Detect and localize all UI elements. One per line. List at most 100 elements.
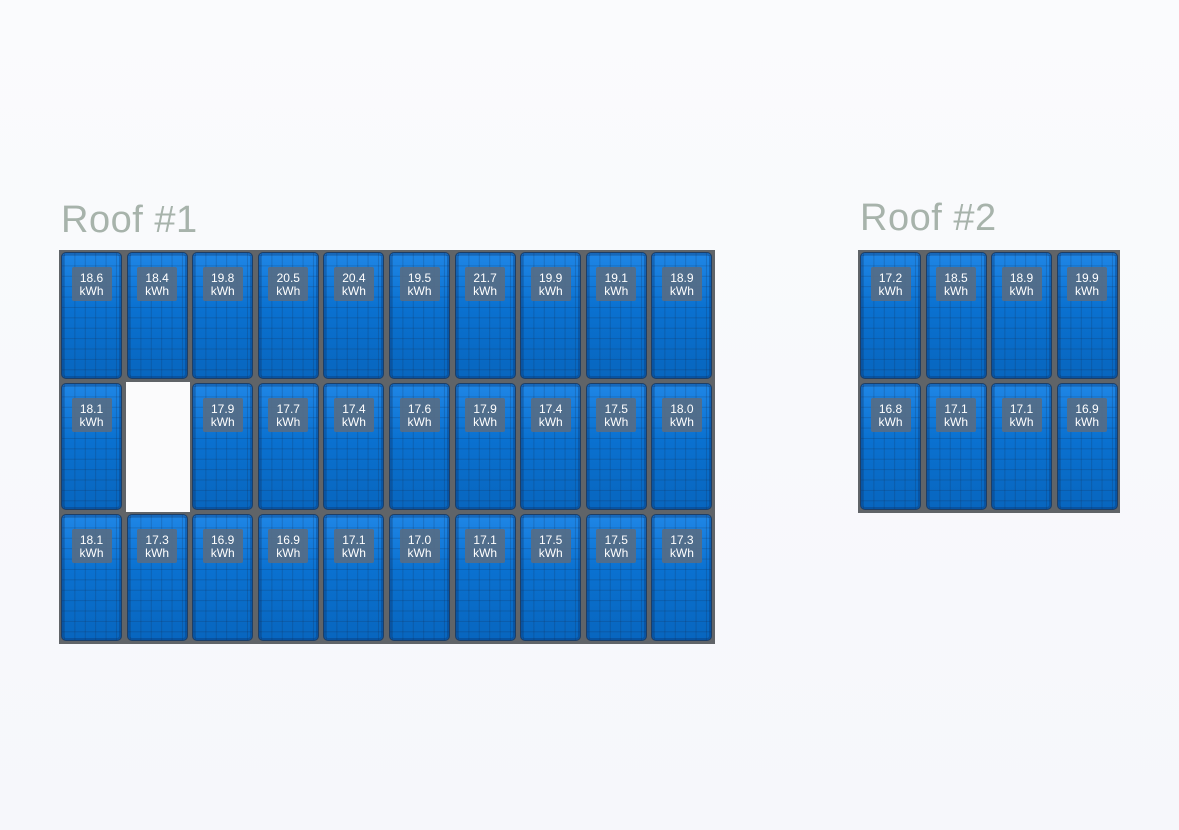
panel-energy-unit: kWh bbox=[473, 415, 498, 429]
panel-energy-unit: kWh bbox=[210, 284, 235, 298]
roof-title: Roof #1 bbox=[61, 199, 198, 241]
panel-energy-value: 18.5 bbox=[944, 271, 968, 285]
panel-energy-value: 16.9 bbox=[211, 533, 235, 547]
panel-energy-value: 17.9 bbox=[473, 402, 497, 416]
panel-energy-value: 17.5 bbox=[604, 533, 628, 547]
panel-energy-unit: kWh bbox=[1075, 415, 1099, 429]
panel-energy-unit: kWh bbox=[341, 284, 366, 298]
panel-energy-unit: kWh bbox=[1075, 284, 1099, 298]
panel-energy-value: 17.2 bbox=[878, 271, 903, 285]
panel-energy-unit: kWh bbox=[79, 284, 104, 298]
roof-title: Roof #2 bbox=[860, 197, 997, 239]
panel-energy-unit: kWh bbox=[276, 546, 301, 560]
panel-energy-unit: kWh bbox=[341, 546, 366, 560]
panel-energy-value: 18.1 bbox=[79, 402, 104, 416]
panel-energy-unit: kWh bbox=[669, 415, 694, 429]
panel-energy-unit: kWh bbox=[473, 546, 498, 560]
panel-energy-unit: kWh bbox=[210, 415, 235, 429]
panel-energy-value: 18.9 bbox=[1009, 271, 1034, 285]
panel-energy-unit: kWh bbox=[878, 284, 903, 298]
panel-energy-value: 16.8 bbox=[878, 402, 903, 416]
panel-energy-value: 17.6 bbox=[407, 402, 432, 416]
panel-energy-value: 17.5 bbox=[604, 402, 628, 416]
panel-energy-unit: kWh bbox=[276, 284, 301, 298]
panel-energy-value: 17.1 bbox=[944, 402, 968, 416]
panel-energy-value: 17.1 bbox=[1009, 402, 1034, 416]
panel-energy-unit: kWh bbox=[604, 284, 629, 298]
panel-energy-unit: kWh bbox=[604, 546, 629, 560]
panel-energy-value: 17.9 bbox=[211, 402, 235, 416]
panel-energy-unit: kWh bbox=[341, 415, 366, 429]
panel-energy-value: 17.5 bbox=[539, 533, 563, 547]
panel-energy-unit: kWh bbox=[145, 546, 170, 560]
panel-energy-value: 16.9 bbox=[276, 533, 300, 547]
panel-energy-unit: kWh bbox=[1009, 415, 1034, 429]
panel-energy-value: 16.9 bbox=[1075, 402, 1099, 416]
panel-energy-value: 17.3 bbox=[145, 533, 169, 547]
panel-energy-unit: kWh bbox=[944, 284, 968, 298]
panel-energy-value: 21.7 bbox=[473, 271, 497, 285]
panel-energy-unit: kWh bbox=[538, 415, 563, 429]
panel-energy-value: 19.1 bbox=[604, 271, 628, 285]
